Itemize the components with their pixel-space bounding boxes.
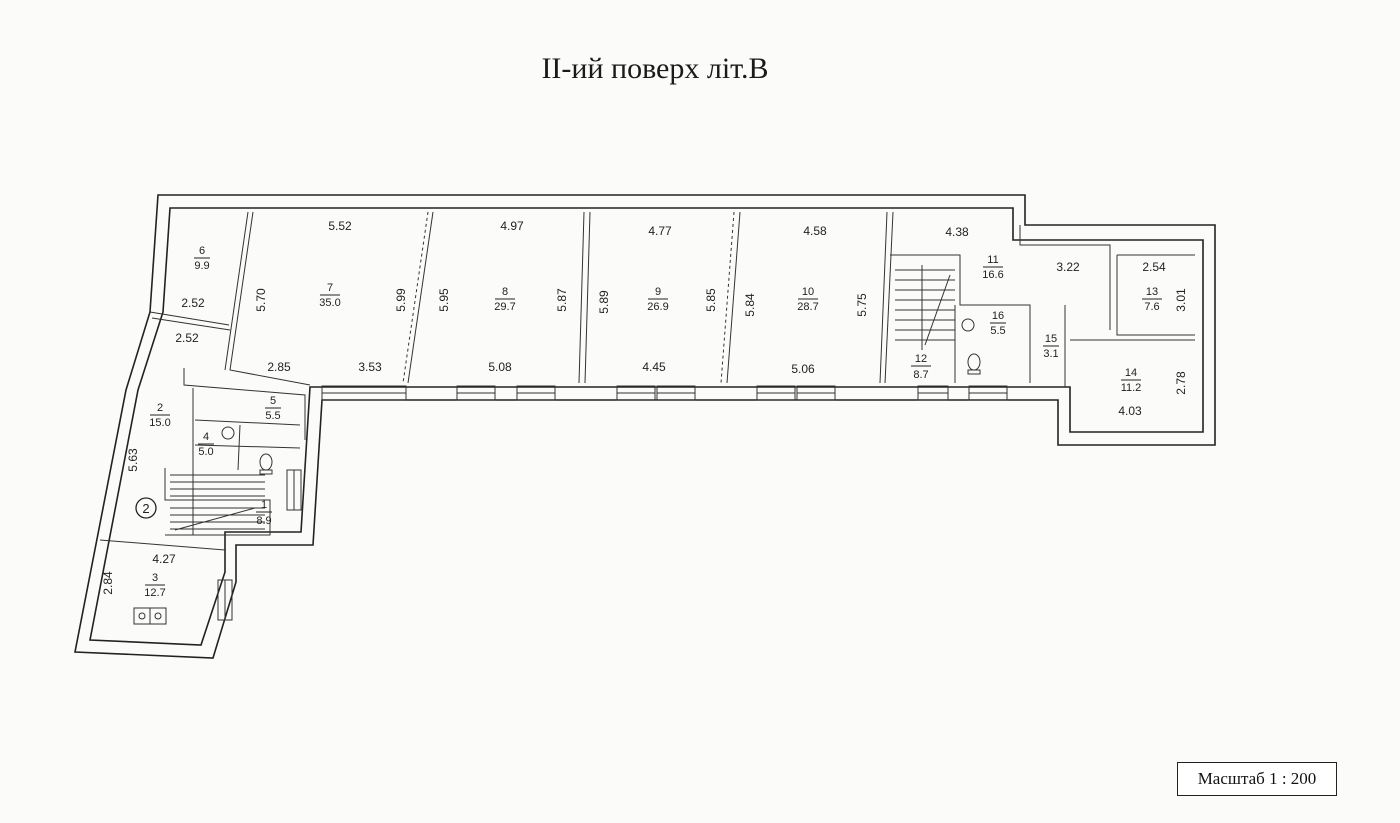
room-12: 128.7 <box>911 353 931 381</box>
dim-label: 5.84 <box>743 293 757 317</box>
dim-label: 4.58 <box>803 224 827 238</box>
room-15: 153.1 <box>1043 333 1059 360</box>
dim-label: 5.95 <box>437 288 451 312</box>
svg-text:11: 11 <box>987 254 998 266</box>
dim-label: 5.63 <box>126 448 140 472</box>
dim-label: 5.89 <box>597 290 611 314</box>
dim-label: 5.52 <box>328 219 352 233</box>
svg-text:35.0: 35.0 <box>319 297 340 309</box>
svg-text:6: 6 <box>199 245 205 257</box>
dim-label: 4.03 <box>1118 404 1142 418</box>
svg-text:1: 1 <box>261 499 267 511</box>
svg-text:8.7: 8.7 <box>913 369 928 381</box>
room-4: 45.0 <box>198 431 214 458</box>
svg-text:15.0: 15.0 <box>149 417 170 429</box>
room-3: 312.7 <box>144 572 165 599</box>
room-6: 69.9 <box>194 245 210 272</box>
dim-label: 3.53 <box>358 360 382 374</box>
dim-label: 2.52 <box>181 296 205 310</box>
room-13: 137.6 <box>1142 286 1162 313</box>
svg-text:13: 13 <box>1146 286 1158 298</box>
svg-text:5.5: 5.5 <box>265 410 280 422</box>
dim-label: 2.52 <box>175 331 199 345</box>
svg-text:16: 16 <box>992 310 1004 322</box>
svg-text:12: 12 <box>915 353 927 365</box>
dim-label: 4.38 <box>945 225 969 239</box>
svg-text:5.0: 5.0 <box>198 446 213 458</box>
room-10: 10 28.7 <box>797 286 818 313</box>
staircase-1 <box>170 474 265 531</box>
dim-label: 4.27 <box>152 552 176 566</box>
svg-text:15: 15 <box>1045 333 1057 345</box>
svg-text:3: 3 <box>152 572 158 584</box>
svg-text:26.9: 26.9 <box>647 301 668 313</box>
dim-label: 4.45 <box>642 360 666 374</box>
staircase-12 <box>895 265 955 350</box>
room-11: 11 16.6 <box>982 254 1003 281</box>
dim-label: 3.22 <box>1056 260 1080 274</box>
svg-text:3.1: 3.1 <box>1043 348 1058 360</box>
room-8: 829.7 <box>494 286 515 313</box>
dim-label: 2.84 <box>101 571 115 595</box>
dimension-labels: 5.52 4.97 4.77 4.58 4.38 3.22 2.54 3.01 … <box>101 219 1188 595</box>
svg-text:9: 9 <box>655 286 661 298</box>
svg-text:5.5: 5.5 <box>990 325 1005 337</box>
dim-label: 2.78 <box>1174 371 1188 395</box>
room-14: 14 11.2 <box>1121 367 1142 394</box>
svg-text:16.6: 16.6 <box>982 269 1003 281</box>
windows <box>217 385 1008 621</box>
svg-text:11.2: 11.2 <box>1121 382 1142 394</box>
svg-text:28.7: 28.7 <box>797 301 818 313</box>
svg-text:7.6: 7.6 <box>1144 301 1159 313</box>
svg-text:10: 10 <box>802 286 814 298</box>
stair-marker: 2 <box>135 497 157 519</box>
toilet-icon <box>259 353 981 475</box>
scale-label: Масштаб 1 : 200 <box>1177 762 1337 796</box>
dim-label: 5.70 <box>254 288 268 312</box>
svg-text:8.9: 8.9 <box>256 515 271 527</box>
interior-walls <box>99 211 1195 551</box>
plan-title: II-ий поверх літ.В <box>541 52 769 85</box>
dim-label: 2.54 <box>1142 260 1166 274</box>
svg-text:12.7: 12.7 <box>144 587 165 599</box>
dim-label: 5.99 <box>394 288 408 312</box>
outer-wall <box>74 194 1216 659</box>
dim-label: 4.77 <box>648 224 672 238</box>
svg-text:2: 2 <box>157 402 163 414</box>
sink-icon <box>221 318 975 440</box>
room-2: 215.0 <box>149 402 170 429</box>
room-9: 926.9 <box>647 286 668 313</box>
svg-text:29.7: 29.7 <box>494 301 515 313</box>
dim-label: 5.85 <box>704 288 718 312</box>
dim-label: 3.01 <box>1174 288 1188 312</box>
stove-icon <box>133 607 167 625</box>
dim-label: 5.87 <box>555 288 569 312</box>
svg-text:7: 7 <box>327 282 333 294</box>
dim-label: 5.75 <box>855 293 869 317</box>
dim-label: 2.85 <box>267 360 291 374</box>
stair-marker-label: 2 <box>142 501 149 516</box>
svg-text:14: 14 <box>1125 367 1137 379</box>
room-1: 18.9 <box>256 499 272 527</box>
dim-label: 5.06 <box>791 362 815 376</box>
svg-text:5: 5 <box>270 395 276 407</box>
svg-text:8: 8 <box>502 286 508 298</box>
svg-text:9.9: 9.9 <box>194 260 209 272</box>
room-16: 165.5 <box>990 310 1006 337</box>
dim-label: 4.97 <box>500 219 524 233</box>
svg-text:4: 4 <box>203 431 209 443</box>
room-5: 55.5 <box>265 395 281 422</box>
room-7: 735.0 <box>319 282 340 309</box>
dim-label: 5.08 <box>488 360 512 374</box>
room-labels: 18.9 215.0 312.7 45.0 55.5 69.9 735.0 82… <box>144 245 1162 599</box>
